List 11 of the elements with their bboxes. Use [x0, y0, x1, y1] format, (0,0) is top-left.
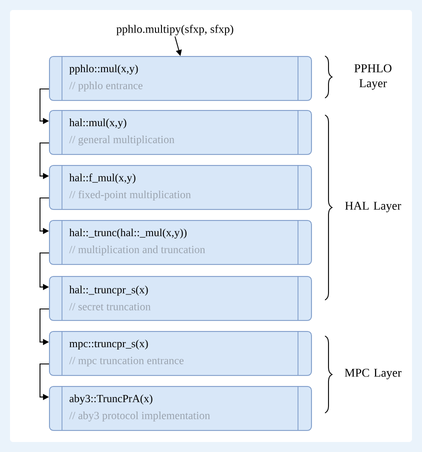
function-box: mpc::truncpr_s(x) // mpc truncation entrance: [49, 330, 312, 376]
function-box: aby3::TruncPrA(x) // aby3 protocol implementation: [49, 386, 312, 431]
layer-label: MPC Layer: [344, 368, 402, 380]
function-box: hal::f_mul(x,y) // fixed-point multiplication: [49, 164, 312, 210]
function-box: hal::_truncpr_s(x) // secret truncation: [49, 276, 312, 321]
function-call: pphlo.multipy(sfxp, sfxp): [116, 24, 234, 36]
layer-label: HAL Layer: [345, 202, 402, 212]
layer-label: PPHLO Layer: [354, 64, 392, 90]
function-box: hal::mul(x,y) // general multiplication: [49, 110, 312, 155]
function-box: hal::_trunc(hal::_mul(x,y)) // multiplication and truncation: [49, 220, 312, 265]
function-box: pphlo::mul(x,y) // pphlo entrance: [49, 56, 312, 101]
